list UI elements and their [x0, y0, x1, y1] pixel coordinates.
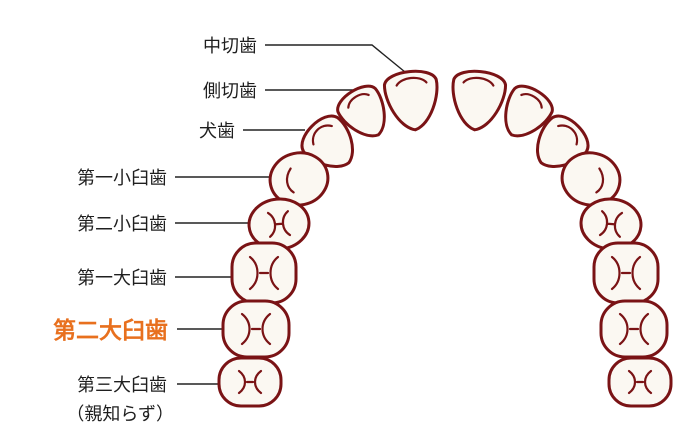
label-second-premolar: 第二小臼歯 [77, 214, 167, 235]
label-first-molar: 第一大臼歯 [77, 268, 167, 289]
tooth-central-incisor-left [382, 69, 439, 132]
tooth-central-incisor-right [451, 69, 508, 132]
tooth-first-molar-left [230, 241, 298, 305]
tooth-labels: 中切歯 側切歯 犬歯 第一小臼歯 第二小臼歯 第一大臼歯 第二大臼歯 第三大臼歯… [53, 36, 257, 425]
tooth-second-molar-right [599, 299, 669, 359]
tooth-second-molar-left [221, 299, 291, 359]
leader-central-incisor [265, 44, 406, 73]
tooth-second-premolar-left [247, 197, 311, 251]
tooth-third-molar-right [607, 356, 673, 408]
label-lateral-incisor: 側切歯 [203, 81, 257, 102]
tooth-first-premolar-left [268, 151, 330, 207]
tooth-first-premolar-right [560, 151, 622, 207]
label-third-molar-note: （親知らず） [66, 404, 174, 425]
label-central-incisor: 中切歯 [203, 36, 257, 57]
tooth-canine-right [536, 114, 590, 168]
tooth-first-molar-right [592, 241, 660, 305]
tooth-second-premolar-right [579, 197, 643, 251]
teeth-left [217, 69, 439, 408]
tooth-canine-left [300, 114, 354, 168]
label-first-premolar: 第一小臼歯 [77, 168, 167, 189]
leader-lines [175, 44, 406, 385]
tooth-third-molar-left [217, 356, 283, 408]
label-second-molar-highlighted: 第二大臼歯 [53, 317, 168, 344]
teeth-right [451, 69, 673, 408]
label-third-molar: 第三大臼歯 [77, 375, 167, 396]
tooth-lateral-incisor-right [504, 84, 554, 138]
tooth-lateral-incisor-left [336, 84, 386, 138]
label-canine: 犬歯 [199, 121, 235, 142]
